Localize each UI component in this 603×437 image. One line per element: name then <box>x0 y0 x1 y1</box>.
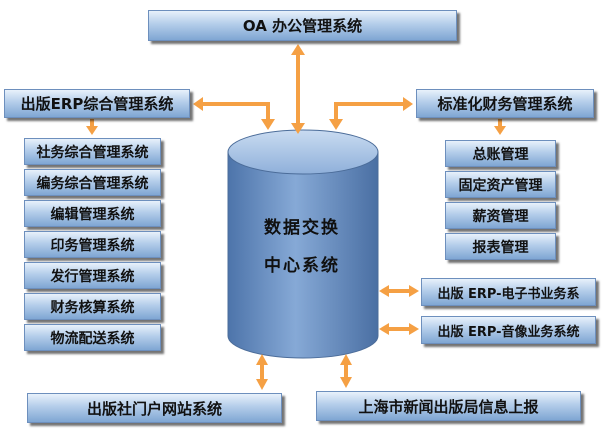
av-business-system-box[interactable]: 出版 ERP-音像业务系统 <box>421 316 596 344</box>
arrow-center-bureau <box>340 354 352 388</box>
arrow-center-ebook <box>379 285 419 297</box>
finance-subsystem-box[interactable]: 薪资管理 <box>445 202 556 229</box>
arrow-oa-center <box>291 44 305 134</box>
arrow-right-main-list <box>494 119 506 135</box>
finance-subsystem-box[interactable]: 总账管理 <box>445 140 556 167</box>
finance-subsystem-box[interactable]: 固定资产管理 <box>445 171 556 198</box>
erp-subsystem-box[interactable]: 物流配送系统 <box>24 324 161 351</box>
oa-system-box[interactable]: OA 办公管理系统 <box>148 10 457 41</box>
finance-subsystem-box[interactable]: 报表管理 <box>445 233 556 260</box>
erp-subsystem-box[interactable]: 社务综合管理系统 <box>24 138 161 165</box>
portal-website-system-box[interactable]: 出版社门户网站系统 <box>27 393 282 423</box>
press-bureau-report-box[interactable]: 上海市新闻出版局信息上报 <box>316 391 581 421</box>
erp-subsystem-box[interactable]: 编务综合管理系统 <box>24 169 161 196</box>
data-exchange-cylinder <box>227 129 379 359</box>
center-title-line2: 中心系统 <box>264 256 340 276</box>
erp-subsystem-box[interactable]: 财务核算系统 <box>24 293 161 320</box>
center-title-line1: 数据交换 <box>264 218 340 238</box>
arrow-right-main-center <box>329 97 413 130</box>
arrow-center-portal <box>256 354 268 390</box>
arrow-left-main-center <box>193 97 275 130</box>
erp-subsystem-box[interactable]: 印务管理系统 <box>24 231 161 258</box>
erp-subsystem-box[interactable]: 编辑管理系统 <box>24 200 161 227</box>
arrow-left-main-list <box>86 119 98 135</box>
arrow-center-av <box>379 323 419 335</box>
erp-main-system-box[interactable]: 出版ERP综合管理系统 <box>4 89 190 118</box>
ebook-business-system-box[interactable]: 出版 ERP-电子书业务系 <box>421 278 596 306</box>
finance-main-system-box[interactable]: 标准化财务管理系统 <box>416 89 594 118</box>
erp-subsystem-box[interactable]: 发行管理系统 <box>24 262 161 289</box>
